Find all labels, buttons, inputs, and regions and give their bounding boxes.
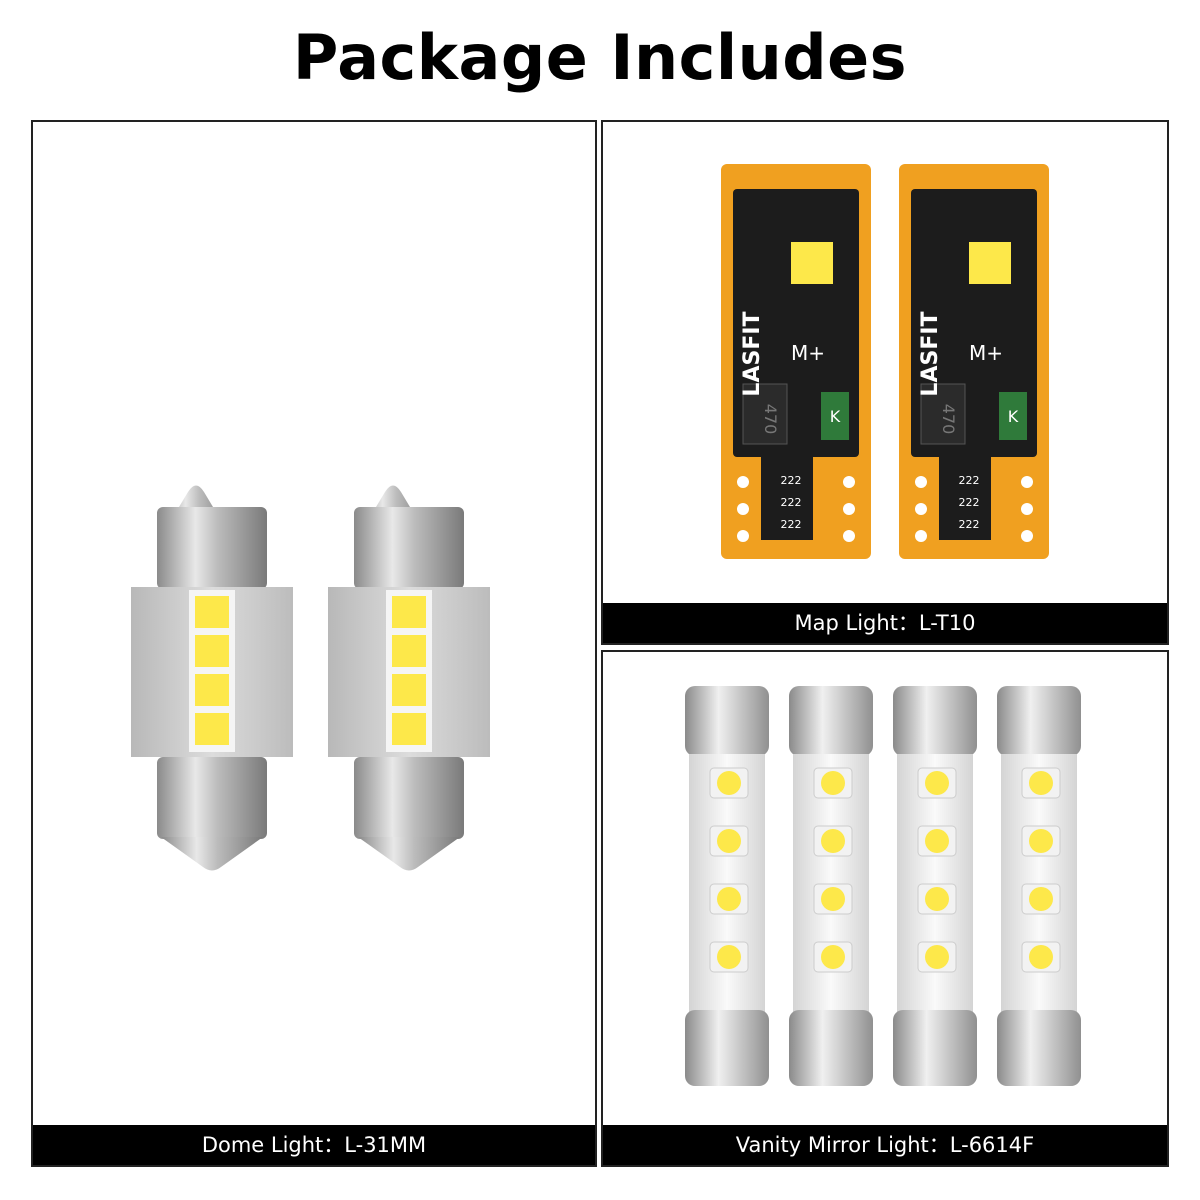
driver-marking: 470: [939, 404, 958, 435]
fuse-bulb-3: [893, 686, 977, 1086]
t10-bulb-2: 470 K M+ LASFIT 222 222 222: [899, 164, 1049, 559]
resistor-marking: 222: [781, 496, 802, 509]
dome-light-bulbs-image: [131, 485, 490, 871]
page-title: Package Includes: [292, 21, 908, 94]
brand-marking: LASFIT: [918, 311, 943, 396]
t10-bulb-1: 470 K M+ LASFIT 222 222 222: [721, 164, 871, 559]
resistor-marking: 222: [959, 518, 980, 531]
map-light-bulbs-image: 470 K M+ LASFIT 222 222 222 470 K M+ LAS…: [721, 164, 1049, 559]
polarity-marking: M+: [791, 341, 825, 365]
resistor-marking: 222: [959, 496, 980, 509]
map-light-caption: Map Light：L-T10: [603, 603, 1167, 643]
dome-light-caption: Dome Light：L-31MM: [33, 1125, 595, 1165]
fuse-bulb-4: [997, 686, 1081, 1086]
resistor-marking: 222: [959, 474, 980, 487]
component-marking: K: [830, 407, 841, 426]
resistor-marking: 222: [781, 518, 802, 531]
polarity-marking: M+: [969, 341, 1003, 365]
driver-marking: 470: [761, 404, 780, 435]
component-marking: K: [1008, 407, 1019, 426]
vanity-mirror-light-panel: Vanity Mirror Light：L-6614F: [601, 650, 1169, 1167]
map-light-panel: 470 K M+ LASFIT 222 222 222 470 K M+ LAS…: [601, 120, 1169, 645]
resistor-marking: 222: [781, 474, 802, 487]
festoon-bulb-2: [328, 485, 490, 871]
dome-light-panel: Dome Light：L-31MM: [31, 120, 597, 1167]
fuse-bulb-2: [789, 686, 873, 1086]
festoon-bulb-1: [131, 485, 293, 871]
vanity-mirror-bulbs-image: [685, 686, 1081, 1086]
brand-marking: LASFIT: [740, 311, 765, 396]
fuse-bulb-1: [685, 686, 769, 1086]
vanity-mirror-light-caption: Vanity Mirror Light：L-6614F: [603, 1125, 1167, 1165]
